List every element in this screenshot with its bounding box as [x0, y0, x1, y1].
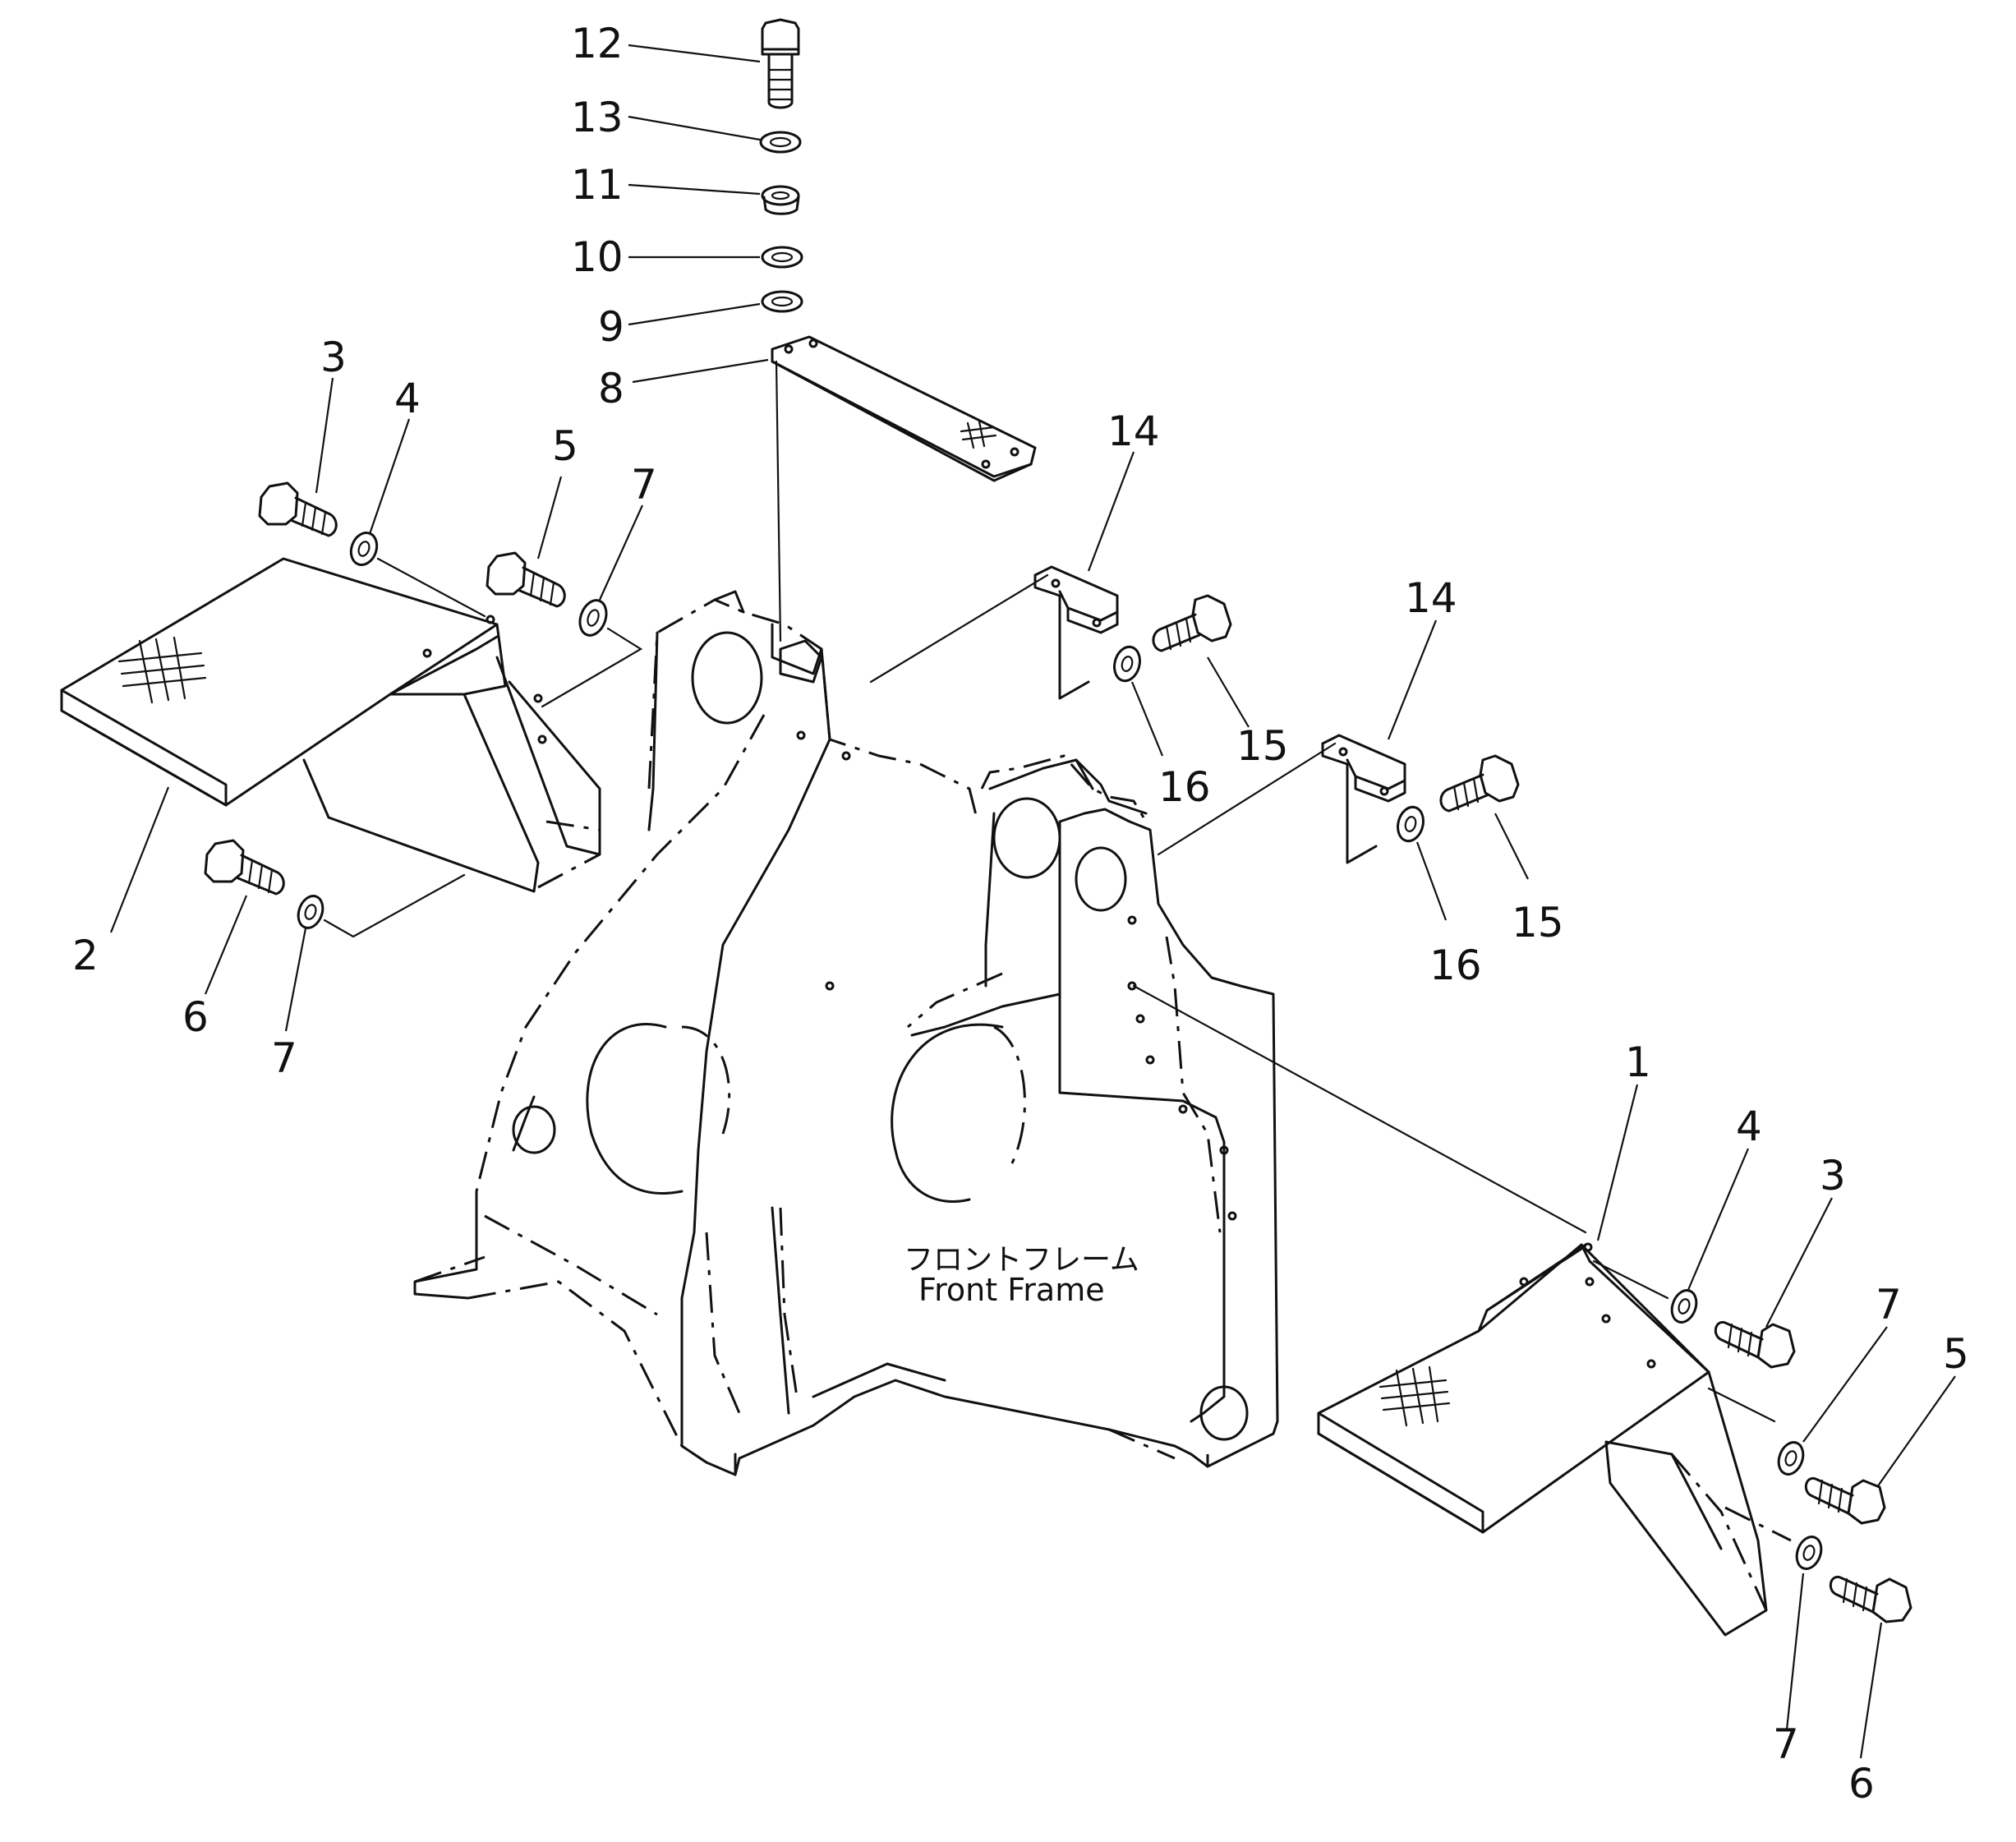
bolt-5-left: [486, 551, 566, 608]
callout-13: 13: [571, 94, 624, 141]
bracket-14-lower: [1321, 734, 1406, 864]
right-bolt6-line: [1724, 1506, 1792, 1542]
callout-7-left-lower: 7: [271, 1034, 297, 1082]
callout-1: 1: [1625, 1038, 1651, 1086]
callout-8: 8: [598, 365, 624, 412]
bolt-6-left: [204, 839, 285, 896]
callout-2: 2: [72, 932, 99, 979]
callout-14-lower: 14: [1405, 574, 1457, 622]
callout-15-upper: 15: [1236, 722, 1289, 770]
right-step-fender: [1317, 1242, 1768, 1637]
washer-7-left-upper: [578, 599, 608, 637]
callout-7-right-lower: 7: [1773, 1720, 1799, 1768]
bolt-15-upper: [1152, 594, 1232, 652]
left-step-fender: [60, 557, 601, 893]
callout-5-right: 5: [1943, 1330, 1969, 1378]
bracket-lower-mount-line: [1157, 742, 1337, 856]
right-washer4-line: [1592, 1259, 1669, 1300]
plate-mounting-line: [775, 360, 782, 642]
washer-7-right-lower: [1795, 1536, 1823, 1570]
callout-numbers: 12 13 11 10 9 8 3 4 5 7 14 14 15 16 15 1…: [72, 20, 1969, 1807]
frame-caption-english: Front Frame: [918, 1272, 1105, 1308]
bolt-12: [761, 18, 800, 109]
leader-lines: [109, 44, 1956, 1759]
right-bolt5-line: [1707, 1387, 1776, 1423]
top-stay-plate: [771, 335, 1037, 482]
washer-7-left-lower: [297, 895, 324, 929]
callout-9: 9: [598, 303, 624, 351]
callout-16-lower: 16: [1429, 942, 1482, 989]
callout-3-right: 3: [1820, 1152, 1846, 1200]
washer-16-lower: [1397, 805, 1425, 843]
callout-12: 12: [571, 20, 624, 67]
washer-4-right: [1670, 1289, 1698, 1324]
washer-9: [761, 290, 803, 313]
frame-bolt-holes: [796, 730, 1237, 1221]
callout-15-lower: 15: [1512, 899, 1564, 946]
callout-11: 11: [571, 161, 624, 209]
washer-4-left: [349, 532, 379, 566]
washer-7-right-upper: [1777, 1441, 1805, 1476]
callout-4-right: 4: [1736, 1103, 1762, 1150]
callout-3-left: 3: [320, 334, 347, 381]
bracket-14-upper: [1033, 565, 1119, 700]
bolt-6-right: [1829, 1575, 1912, 1623]
bolt-3-right: [1714, 1320, 1796, 1369]
frame-to-right-fender-line: [1132, 984, 1587, 1234]
leader-bolt6-line: [323, 873, 466, 938]
callout-4-left: 4: [394, 375, 421, 422]
callout-6-right: 6: [1848, 1760, 1875, 1807]
bracket-upper-mount-line: [869, 573, 1049, 684]
callout-6-left: 6: [182, 993, 209, 1041]
callout-16-upper: 16: [1158, 763, 1211, 811]
bolt-15-lower: [1439, 754, 1520, 813]
frame-top-lug: [779, 639, 823, 684]
callout-7-left-upper: 7: [631, 461, 657, 509]
bolt-5-right: [1804, 1476, 1886, 1525]
washer-10: [761, 246, 803, 269]
frame-caption-japanese: フロントフレーム: [904, 1243, 1139, 1277]
callout-7-right-upper: 7: [1876, 1281, 1902, 1329]
washer-13: [759, 131, 802, 154]
front-frame: [413, 590, 1279, 1476]
callout-5-left: 5: [552, 422, 578, 470]
callout-14-upper: 14: [1107, 408, 1160, 455]
bushing-11: [761, 185, 800, 215]
bolt-3-left: [258, 481, 338, 537]
leader-left-bolt3-line: [376, 557, 486, 618]
callout-10: 10: [571, 233, 624, 281]
washer-16-upper: [1113, 645, 1141, 683]
leader-bolt5-line: [541, 627, 643, 708]
